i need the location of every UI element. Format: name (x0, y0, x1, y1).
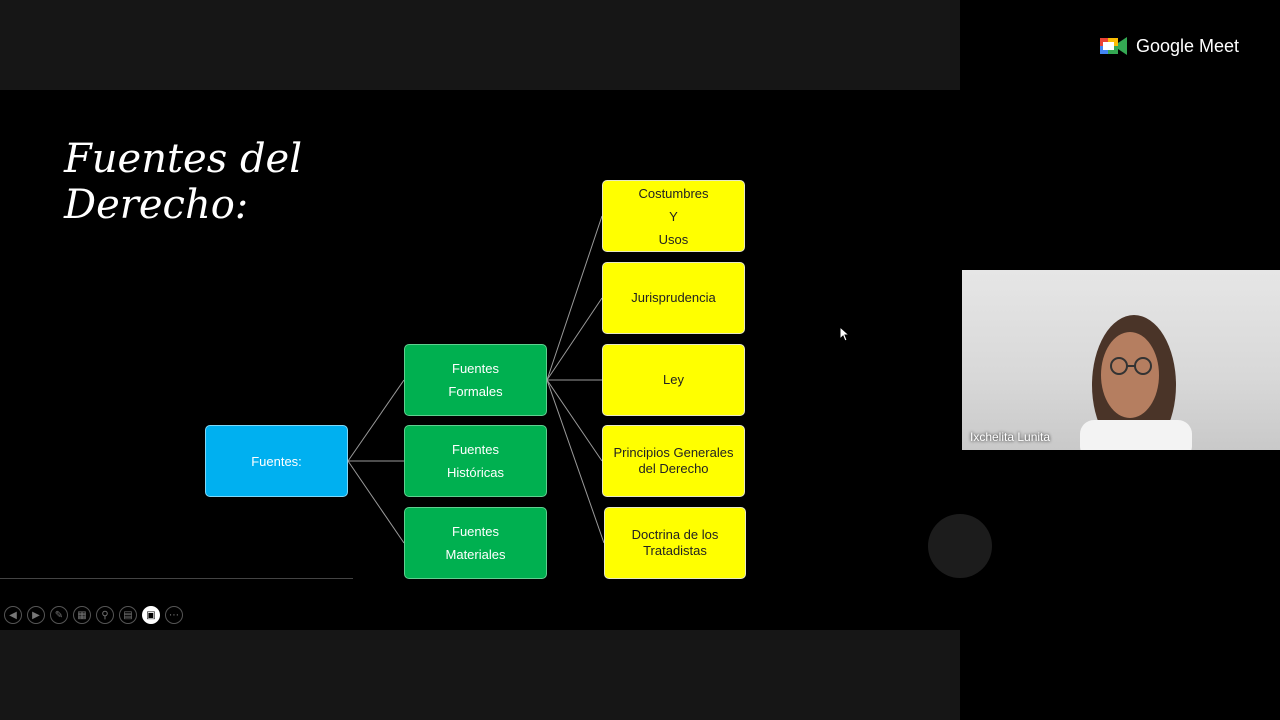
participant-avatar (1080, 315, 1192, 450)
zoom-icon[interactable]: ⚲ (96, 606, 114, 624)
previous-slide-icon[interactable]: ◀ (4, 606, 22, 624)
bottom-letterbox (0, 630, 960, 720)
more-options-icon[interactable]: ⋯ (165, 606, 183, 624)
slide-divider (0, 578, 353, 579)
camera-icon[interactable]: ▣ (142, 606, 160, 624)
app-name: Google Meet (1136, 35, 1240, 56)
diagram-node-fuentes-historicas: Fuentes Históricas (404, 425, 547, 497)
diagram-node-jurisprudencia: Jurisprudencia (602, 262, 745, 334)
slide-title: Fuentes del Derecho: (64, 136, 303, 228)
participant-name: Ixchelita Lunita (970, 430, 1051, 444)
diagram-node-ley: Ley (602, 344, 745, 416)
slide-side-control[interactable] (928, 514, 992, 578)
diagram-node-costumbres-usos: Costumbres Y Usos (602, 180, 745, 252)
next-slide-icon[interactable]: ▶ (27, 606, 45, 624)
diagram-node-fuentes-formales: Fuentes Formales (404, 344, 547, 416)
diagram-node-fuentes: Fuentes: (205, 425, 348, 497)
google-meet-logo: Google Meet (1100, 35, 1239, 57)
mouse-cursor-icon (839, 326, 849, 342)
presentation-toolbar: ◀ ▶ ✎ ▦ ⚲ ▤ ▣ ⋯ (4, 606, 183, 628)
slides-grid-icon[interactable]: ▦ (73, 606, 91, 624)
subtitles-icon[interactable]: ▤ (119, 606, 137, 624)
meet-icon (1100, 37, 1127, 55)
top-letterbox (0, 0, 960, 90)
diagram-node-doctrina-tratadistas: Doctrina de los Tratadistas (604, 507, 746, 579)
pen-icon[interactable]: ✎ (50, 606, 68, 624)
participant-video-tile[interactable]: Ixchelita Lunita (962, 270, 1280, 450)
diagram-node-fuentes-materiales: Fuentes Materiales (404, 507, 547, 579)
diagram-node-principios-generales: Principios Generales del Derecho (602, 425, 745, 497)
